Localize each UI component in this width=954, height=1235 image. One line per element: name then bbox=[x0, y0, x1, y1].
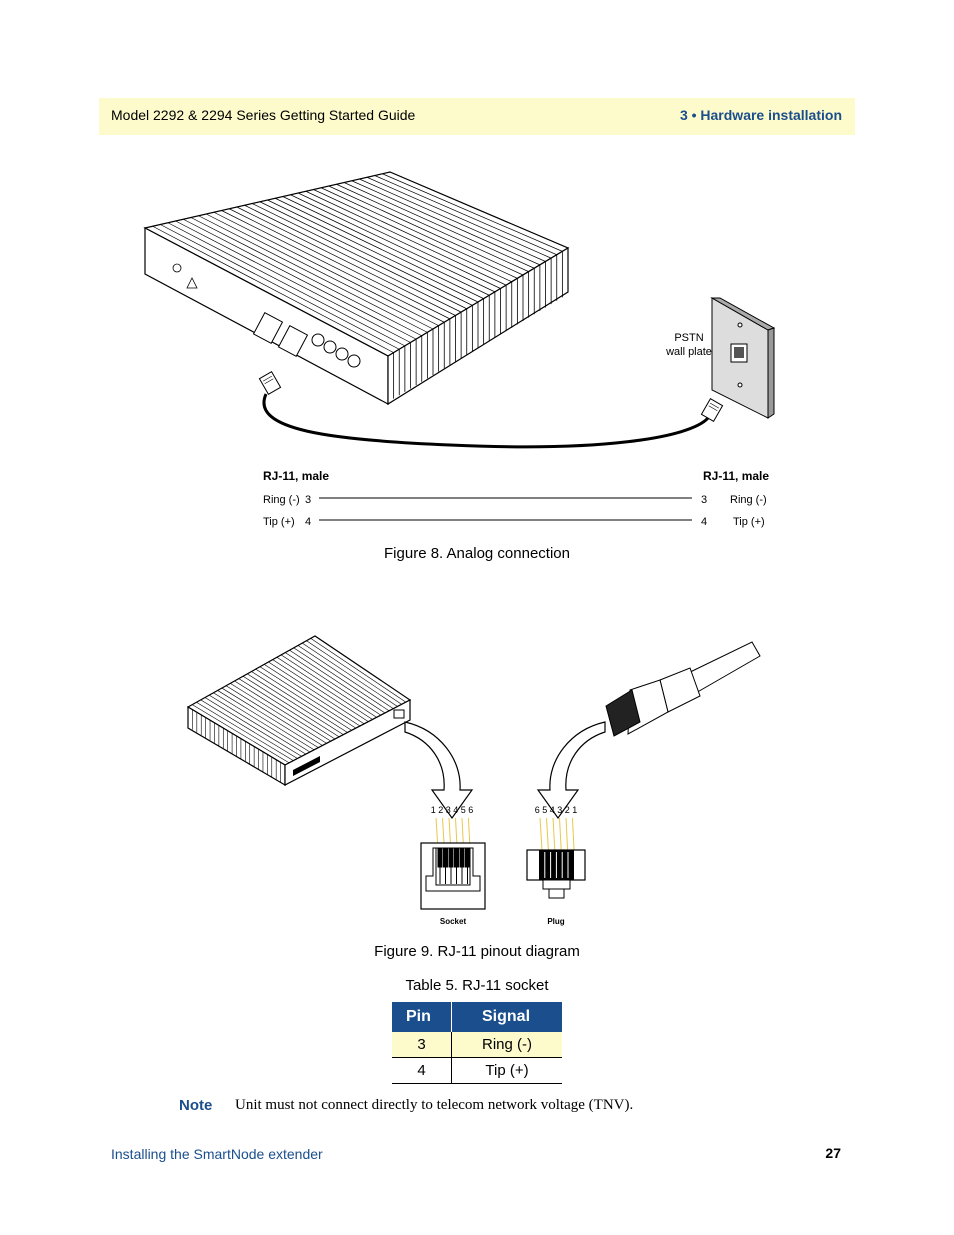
rj11-plug-right-icon bbox=[700, 398, 724, 422]
note-text: Unit must not connect directly to teleco… bbox=[235, 1097, 634, 1113]
rj11-ports bbox=[311, 333, 361, 368]
header-guide-title: Model 2292 & 2294 Series Getting Started… bbox=[111, 107, 416, 123]
table-cell-signal: Ring (-) bbox=[451, 1032, 562, 1058]
ethernet-port-2 bbox=[277, 325, 309, 357]
rj11-pinout-illustration: 1 2 3 4 5 6 6 5 4 3 2 1 Socket Plug bbox=[186, 635, 761, 926]
footer-section-title: Installing the SmartNode extender bbox=[111, 1146, 323, 1162]
rj11-socket-table: Pin Signal 3 Ring (-) 4 Tip (+) bbox=[392, 1002, 562, 1084]
right-tip-name: Tip (+) bbox=[733, 516, 765, 528]
right-tip-pin: 4 bbox=[701, 516, 707, 528]
left-tip-name: Tip (+) bbox=[263, 516, 295, 528]
running-header: Model 2292 & 2294 Series Getting Started… bbox=[99, 98, 855, 135]
table-row: 4 Tip (+) bbox=[392, 1057, 562, 1084]
rj11-plug-left-icon bbox=[258, 371, 282, 395]
phone-cable bbox=[262, 393, 710, 449]
plug-label: Plug bbox=[547, 917, 564, 926]
plug-diagram-icon bbox=[526, 849, 586, 899]
right-ring-name: Ring (-) bbox=[730, 494, 767, 506]
socket-pin-numbers: 1 2 3 4 5 6 bbox=[431, 805, 474, 815]
socket-diagram-icon bbox=[420, 842, 486, 910]
warning-triangle-icon bbox=[186, 277, 198, 289]
logo-plate bbox=[293, 756, 320, 776]
table-header-pin: Pin bbox=[392, 1002, 452, 1032]
plug-pin-numbers: 6 5 4 3 2 1 bbox=[535, 805, 578, 815]
analog-connection-illustration: PSTN wall plate RJ-11, male RJ-11, male … bbox=[143, 171, 776, 528]
right-ring-pin: 3 bbox=[701, 494, 707, 506]
page-number: 27 bbox=[825, 1145, 841, 1161]
left-tip-pin: 4 bbox=[305, 516, 311, 528]
table-cell-pin: 4 bbox=[392, 1057, 452, 1084]
right-connector-heading: RJ-11, male bbox=[703, 469, 769, 483]
table-header-signal: Signal bbox=[451, 1002, 562, 1032]
figure-9-caption: Figure 9. RJ-11 pinout diagram bbox=[374, 943, 580, 960]
front-port bbox=[393, 709, 405, 719]
ethernet-port-1 bbox=[252, 312, 284, 344]
left-ring-pin: 3 bbox=[305, 494, 311, 506]
wall-plate-label-2: wall plate bbox=[665, 346, 712, 358]
left-connector-heading: RJ-11, male bbox=[263, 469, 329, 483]
note-label: Note bbox=[179, 1097, 213, 1114]
table-cell-signal: Tip (+) bbox=[451, 1057, 562, 1084]
figure-8-caption: Figure 8. Analog connection bbox=[384, 545, 570, 562]
plug-arrow bbox=[536, 721, 606, 820]
power-jack-icon bbox=[172, 263, 182, 273]
socket-label: Socket bbox=[440, 917, 467, 926]
table-row: 3 Ring (-) bbox=[392, 1032, 562, 1058]
heatsink-fins bbox=[152, 173, 563, 353]
left-ring-name: Ring (-) bbox=[263, 494, 300, 506]
wall-plate-label-1: PSTN bbox=[674, 332, 703, 344]
rj11-plug-cable-icon bbox=[605, 641, 761, 737]
socket-arrow bbox=[404, 721, 474, 820]
table-5-caption: Table 5. RJ-11 socket bbox=[405, 977, 549, 994]
header-chapter-title: 3 • Hardware installation bbox=[679, 107, 842, 123]
wall-plate-icon bbox=[710, 297, 776, 419]
table-cell-pin: 3 bbox=[392, 1032, 452, 1058]
